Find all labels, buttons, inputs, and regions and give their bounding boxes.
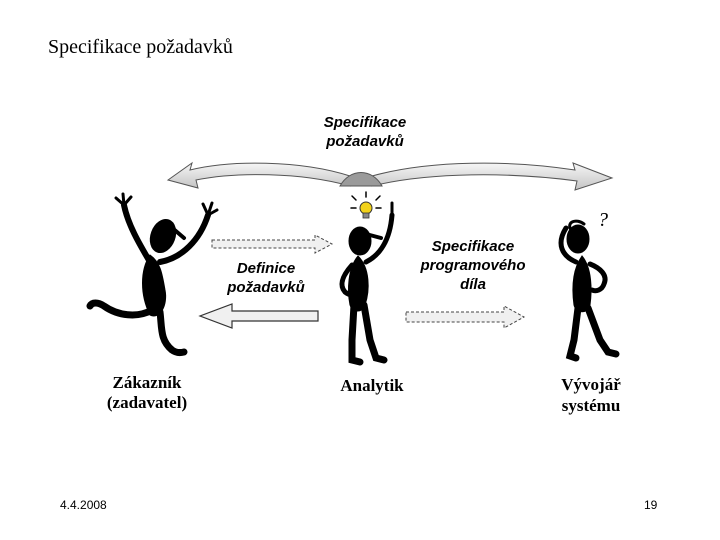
lightbulb-icon [351, 192, 381, 218]
question-mark-icon: ? [598, 209, 608, 231]
developer-figure [561, 221, 616, 358]
analyst-to-customer-arrow [200, 304, 318, 328]
top-curved-arrow [168, 163, 612, 190]
customer-label-line2: (zadavatel) [107, 393, 187, 412]
customer-figure [90, 194, 217, 353]
developer-label-line2: systému [562, 396, 621, 415]
left-arrow-label-line2: požadavků [226, 279, 305, 296]
analyst-figure [342, 203, 392, 362]
right-arrow-label-line3: díla [460, 276, 486, 293]
customer-label-line1: Zákazník [113, 373, 183, 392]
left-arrow-label-line1: Definice [237, 260, 295, 277]
right-arrow-label-line1: Specifikace [432, 238, 515, 255]
top-arrow-label-line2: požadavků [325, 133, 404, 150]
analyst-label: Analytik [340, 376, 404, 395]
customer-to-analyst-arrow [212, 235, 332, 253]
top-arrow-label-line1: Specifikace [324, 114, 407, 131]
analyst-to-developer-arrow [406, 306, 524, 328]
footer-page-number: 19 [644, 498, 657, 512]
right-arrow-label-line2: programového [419, 257, 525, 274]
footer-date: 4.4.2008 [60, 498, 107, 512]
developer-label-line1: Vývojář [561, 375, 621, 394]
